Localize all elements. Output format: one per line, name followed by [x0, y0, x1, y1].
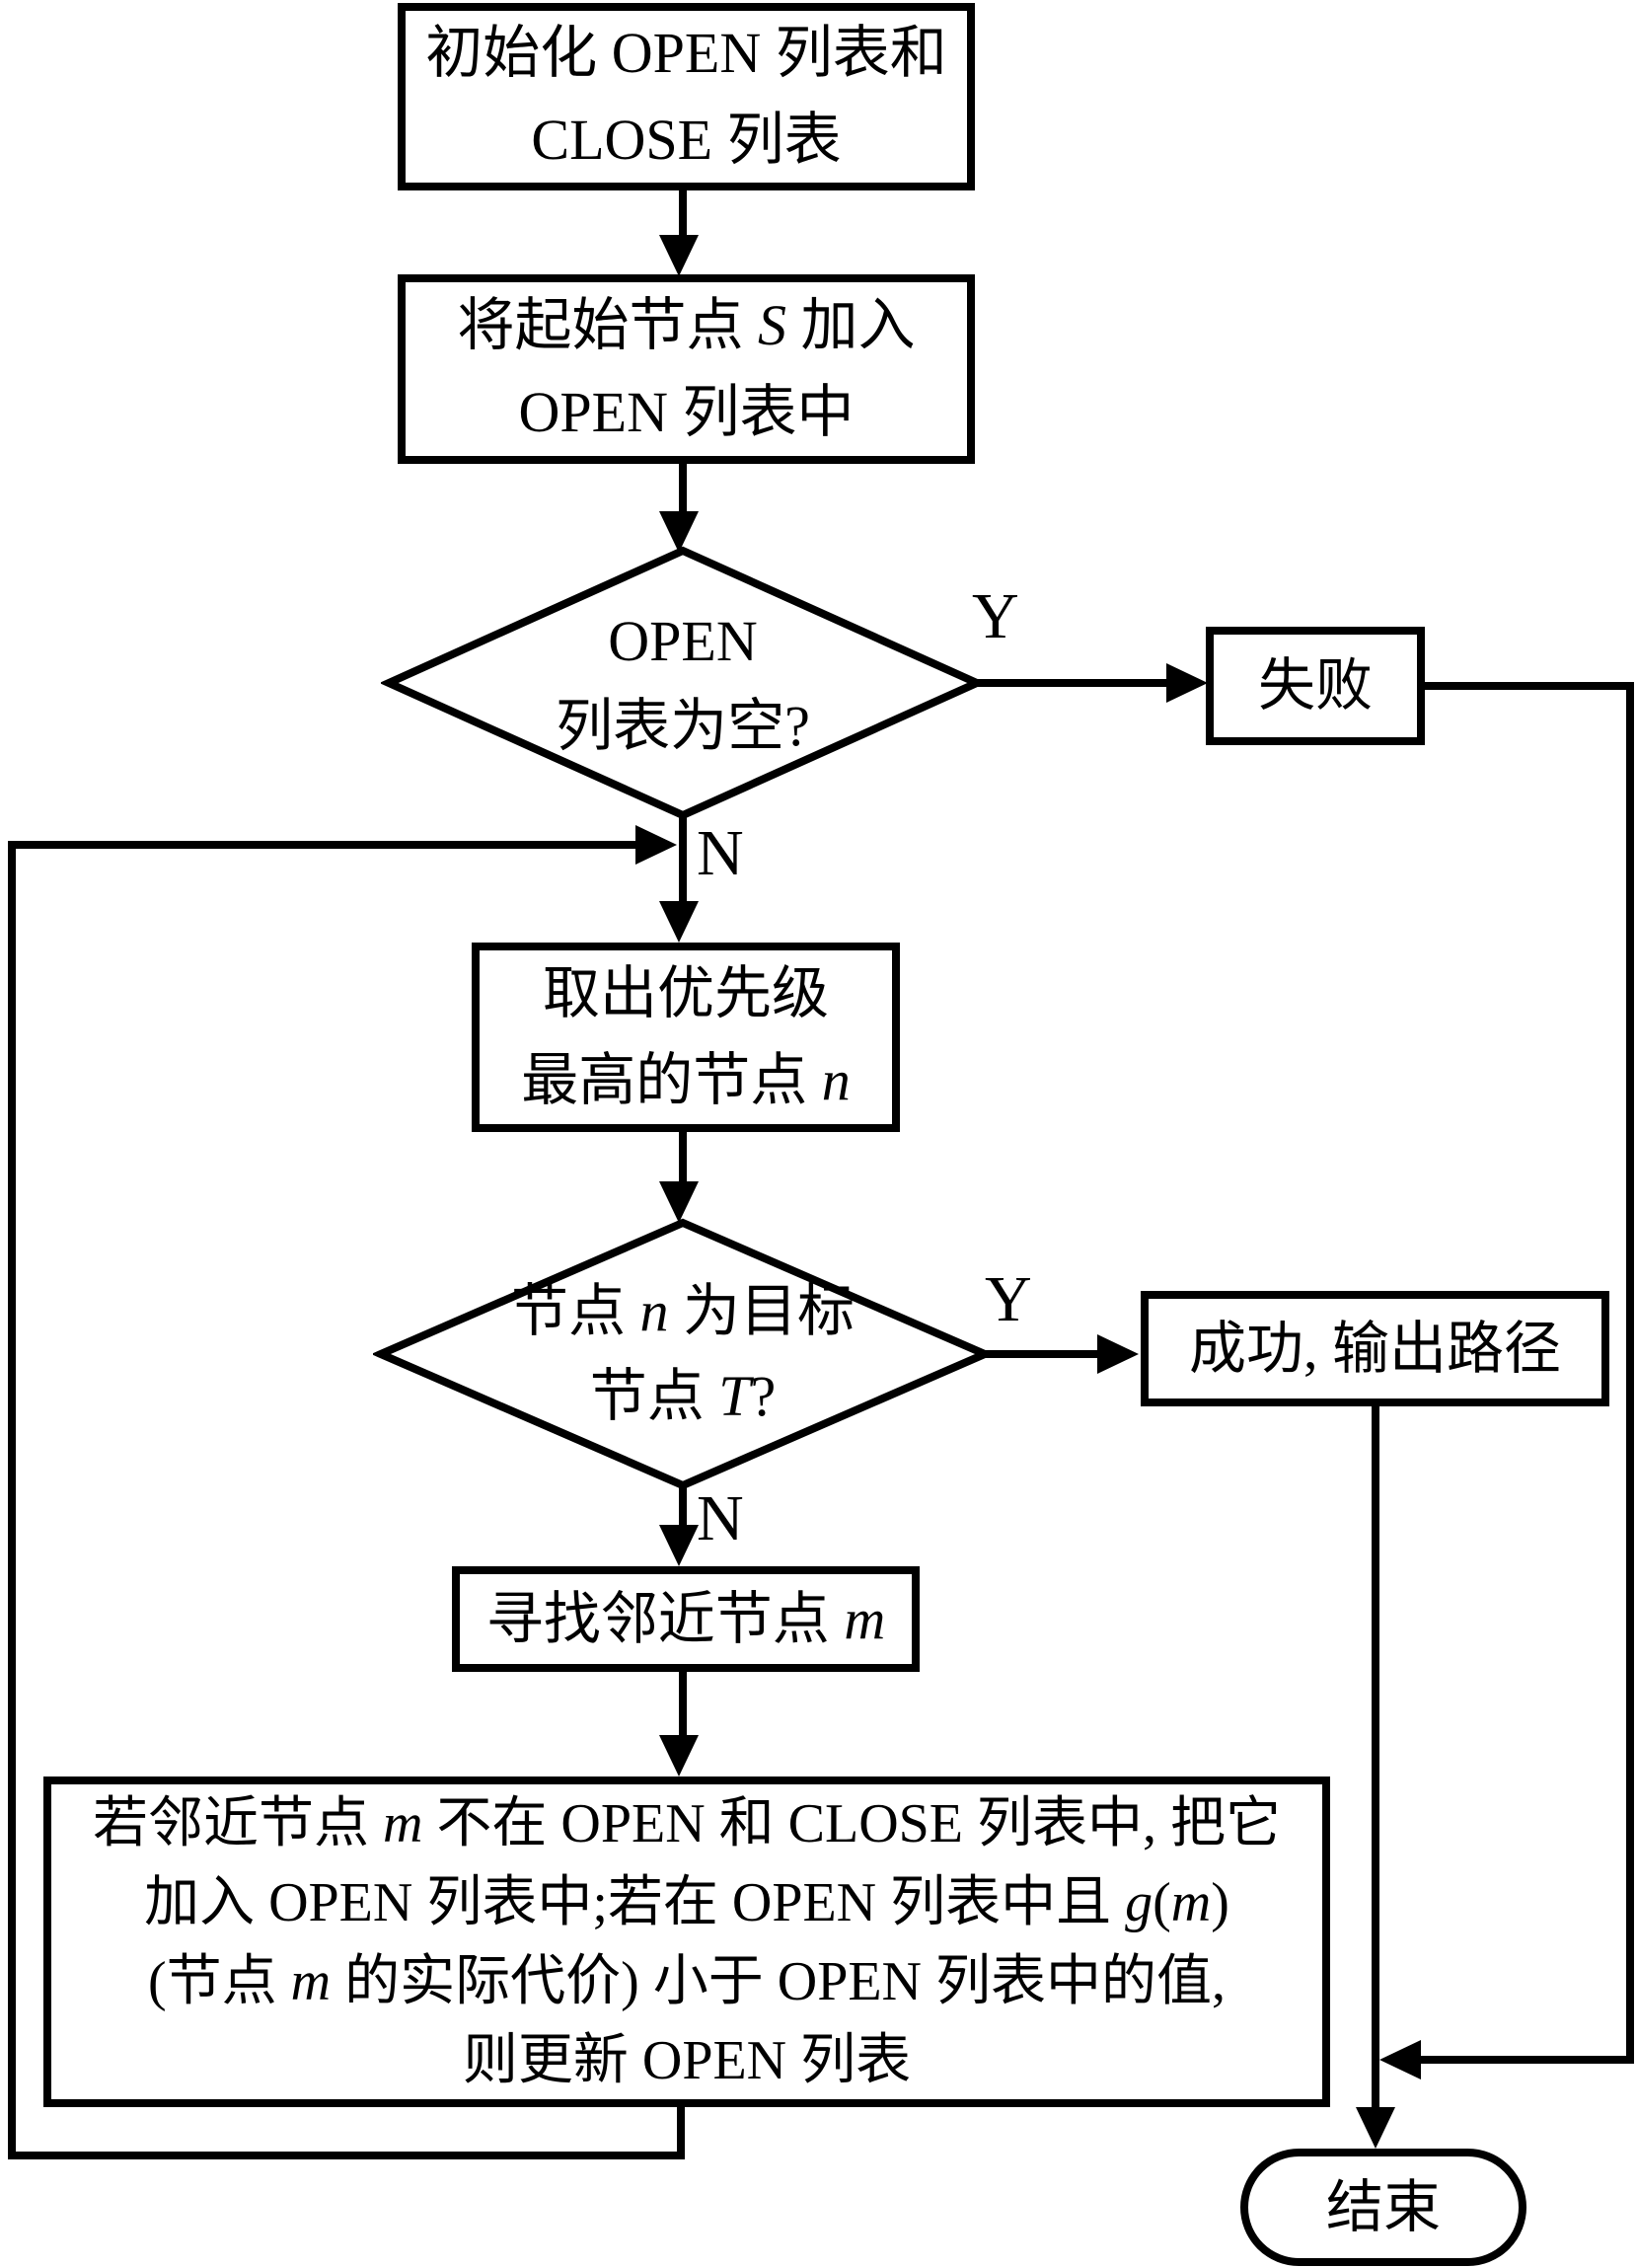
node-text-line: 结束	[1325, 2174, 1441, 2239]
loop-left-rail	[8, 841, 16, 2159]
node-text-line: 取出优先级	[542, 961, 829, 1025]
down-arrowhead-icon	[659, 235, 699, 276]
loop-top-line	[8, 841, 639, 849]
process-update-open-list: 若邻近节点 m 不在 OPEN 和 CLOSE 列表中, 把它 加入 OPEN …	[43, 1777, 1330, 2107]
edge-label-no: N	[697, 1482, 744, 1554]
node-text-line: 则更新 OPEN 列表	[462, 2029, 912, 2091]
decision-is-target-shape	[373, 1218, 993, 1490]
node-text-line: 失败	[1257, 653, 1373, 718]
down-arrowhead-icon	[659, 1525, 699, 1566]
decision-open-empty-shape	[381, 546, 985, 820]
node-text-line: CLOSE 列表	[531, 108, 842, 172]
connector-d1-no	[679, 815, 687, 910]
connector-d2-no	[679, 1485, 687, 1527]
decision-open-empty-text: OPEN 列表为空?	[430, 577, 935, 790]
diamond-outline	[373, 1218, 993, 1490]
decision-is-target-text: 节点 n 为目标 节点 T?	[422, 1249, 943, 1459]
loop-riser	[677, 2103, 685, 2159]
process-find-neighbor: 寻找邻近节点 m	[452, 1566, 920, 1672]
node-text-line: 初始化 OPEN 列表和	[425, 21, 947, 85]
connector-take-to-d2	[679, 1132, 687, 1183]
node-text-line: 寻找邻近节点 m	[485, 1586, 886, 1651]
connector-init-to-addstart	[679, 189, 687, 237]
node-text-line: OPEN	[608, 608, 758, 673]
node-text-line: 最高的节点 n	[521, 1048, 851, 1112]
process-take-highest-priority: 取出优先级 最高的节点 n	[472, 943, 900, 1132]
diamond-outline	[381, 546, 985, 820]
connector-find-to-update	[679, 1672, 687, 1737]
connector-fail-out	[1425, 682, 1630, 690]
process-success-output-path: 成功, 输出路径	[1141, 1291, 1609, 1406]
down-arrowhead-icon	[659, 1181, 699, 1223]
left-arrowhead-icon	[1379, 2040, 1421, 2079]
down-arrowhead-icon	[659, 1735, 699, 1777]
node-text-line: OPEN 列表中	[518, 380, 855, 444]
connector-d2-yes	[985, 1350, 1105, 1358]
loop-bottom-line	[8, 2152, 681, 2159]
connector-fail-merge	[1421, 2056, 1630, 2064]
down-arrowhead-icon	[659, 511, 699, 553]
connector-d1-yes	[977, 679, 1174, 687]
process-init-lists: 初始化 OPEN 列表和 CLOSE 列表	[398, 3, 975, 190]
node-text-line: (节点 m 的实际代价) 小于 OPEN 列表中的值,	[148, 1950, 1226, 2012]
node-text-line: 若邻近节点 m 不在 OPEN 和 CLOSE 列表中, 把它	[92, 1792, 1282, 1854]
right-arrowhead-icon	[1166, 663, 1208, 703]
right-arrowhead-icon	[635, 825, 677, 865]
process-fail: 失败	[1206, 627, 1425, 745]
edge-label-yes: Y	[972, 580, 1019, 652]
node-text-line: 节点 T?	[589, 1364, 777, 1428]
connector-addstart-to-d1	[679, 464, 687, 513]
node-text-line: 成功, 输出路径	[1188, 1316, 1561, 1381]
node-text-line: 加入 OPEN 列表中;若在 OPEN 列表中且 g(m)	[144, 1871, 1229, 1933]
node-text-line: 将起始节点 S 加入	[457, 293, 916, 357]
down-arrowhead-icon	[1356, 2107, 1395, 2149]
node-text-line: 节点 n 为目标	[510, 1279, 856, 1343]
right-arrowhead-icon	[1097, 1334, 1139, 1374]
edge-label-no: N	[697, 817, 744, 889]
connector-success-to-end	[1372, 1406, 1379, 2109]
process-add-start-node: 将起始节点 S 加入 OPEN 列表中	[398, 274, 975, 464]
node-text-line: 列表为空?	[556, 693, 810, 758]
terminator-end: 结束	[1240, 2149, 1526, 2266]
right-rail	[1626, 682, 1634, 2064]
edge-label-yes: Y	[985, 1263, 1032, 1335]
down-arrowhead-icon	[659, 901, 699, 943]
